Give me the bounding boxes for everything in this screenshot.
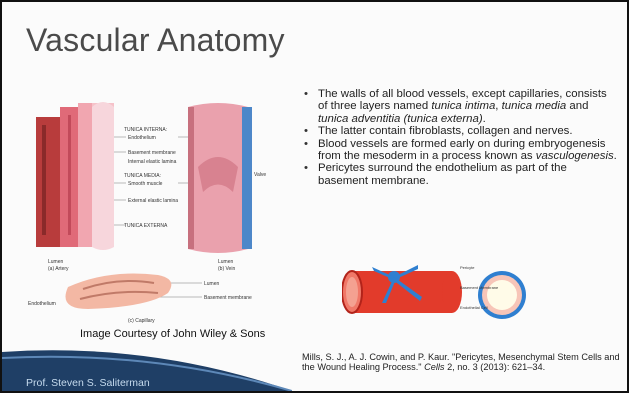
label-internal-elastic: Internal elastic lamina xyxy=(128,159,177,165)
label-tunica-media: TUNICA MEDIA: xyxy=(124,173,161,179)
bullet-item: Pericytes surround the endothelium as pa… xyxy=(302,162,618,187)
bullet-text: . xyxy=(483,113,486,125)
label-tunica-externa: TUNICA EXTERNA xyxy=(124,223,168,229)
vein-drawing xyxy=(188,103,252,253)
bullet-text: The latter contain fibroblasts, collagen… xyxy=(318,125,573,137)
label-lumen-c: Lumen xyxy=(204,281,220,287)
citation: Mills, S. J., A. J. Cowin, and P. Kaur. … xyxy=(302,352,622,372)
bullet-term: tunica media xyxy=(502,100,567,112)
bullet-term: tunica adventitia (tunica externa) xyxy=(318,113,483,125)
label-capillary: (c) Capillary xyxy=(128,318,155,324)
label-valve: Valve xyxy=(254,172,266,178)
bullet-text: and xyxy=(566,100,588,112)
bullet-item: The walls of all blood vessels, except c… xyxy=(302,88,618,125)
vessel-cross-section xyxy=(478,271,526,319)
label-artery: (a) Artery xyxy=(48,266,69,272)
bullet-item: Blood vessels are formed early on during… xyxy=(302,138,618,163)
pericyte-illustration: Pericyte Basement Membrane Endothelial C… xyxy=(342,257,532,327)
label-endothelial: Endothelial Cell xyxy=(460,305,488,310)
bullet-text: Pericytes surround the endothelium as pa… xyxy=(318,162,567,186)
citation-details: 2, no. 3 (2013): 621–34. xyxy=(445,362,546,372)
label-pericyte: Pericyte xyxy=(460,265,475,270)
bullet-text: . xyxy=(614,150,617,162)
label-lumen-a: Lumen xyxy=(48,259,64,265)
label-basement-membrane-c: Basement membrane xyxy=(204,295,252,301)
slide-title: Vascular Anatomy xyxy=(26,22,285,59)
capillary-drawing xyxy=(66,274,172,310)
bullet-term: vasculogenesis xyxy=(536,150,614,162)
label-vein: (b) Vein xyxy=(218,266,235,272)
label-basement: Basement Membrane xyxy=(460,285,499,290)
label-lumen-b: Lumen xyxy=(218,259,234,265)
label-smooth-muscle: Smooth muscle xyxy=(128,181,163,187)
vessel-anatomy-illustration: TUNICA INTERNA: Endothelium Basement mem… xyxy=(28,97,288,325)
citation-journal: Cells xyxy=(424,362,444,372)
bullet-term: tunica intima xyxy=(431,100,495,112)
label-external-elastic: External elastic lamina xyxy=(128,198,178,204)
author-name: Prof. Steven S. Saliterman xyxy=(26,377,150,389)
label-endothelium: Endothelium xyxy=(128,135,156,141)
bullet-list: The walls of all blood vessels, except c… xyxy=(302,88,618,187)
label-basement-membrane: Basement membrane xyxy=(128,150,176,156)
bullet-item: The latter contain fibroblasts, collagen… xyxy=(302,125,618,137)
label-endothelium-c: Endothelium xyxy=(28,301,56,307)
artery-drawing xyxy=(36,102,114,250)
vessel-cylinder xyxy=(342,271,462,313)
label-tunica-interna: TUNICA INTERNA: xyxy=(124,127,167,133)
